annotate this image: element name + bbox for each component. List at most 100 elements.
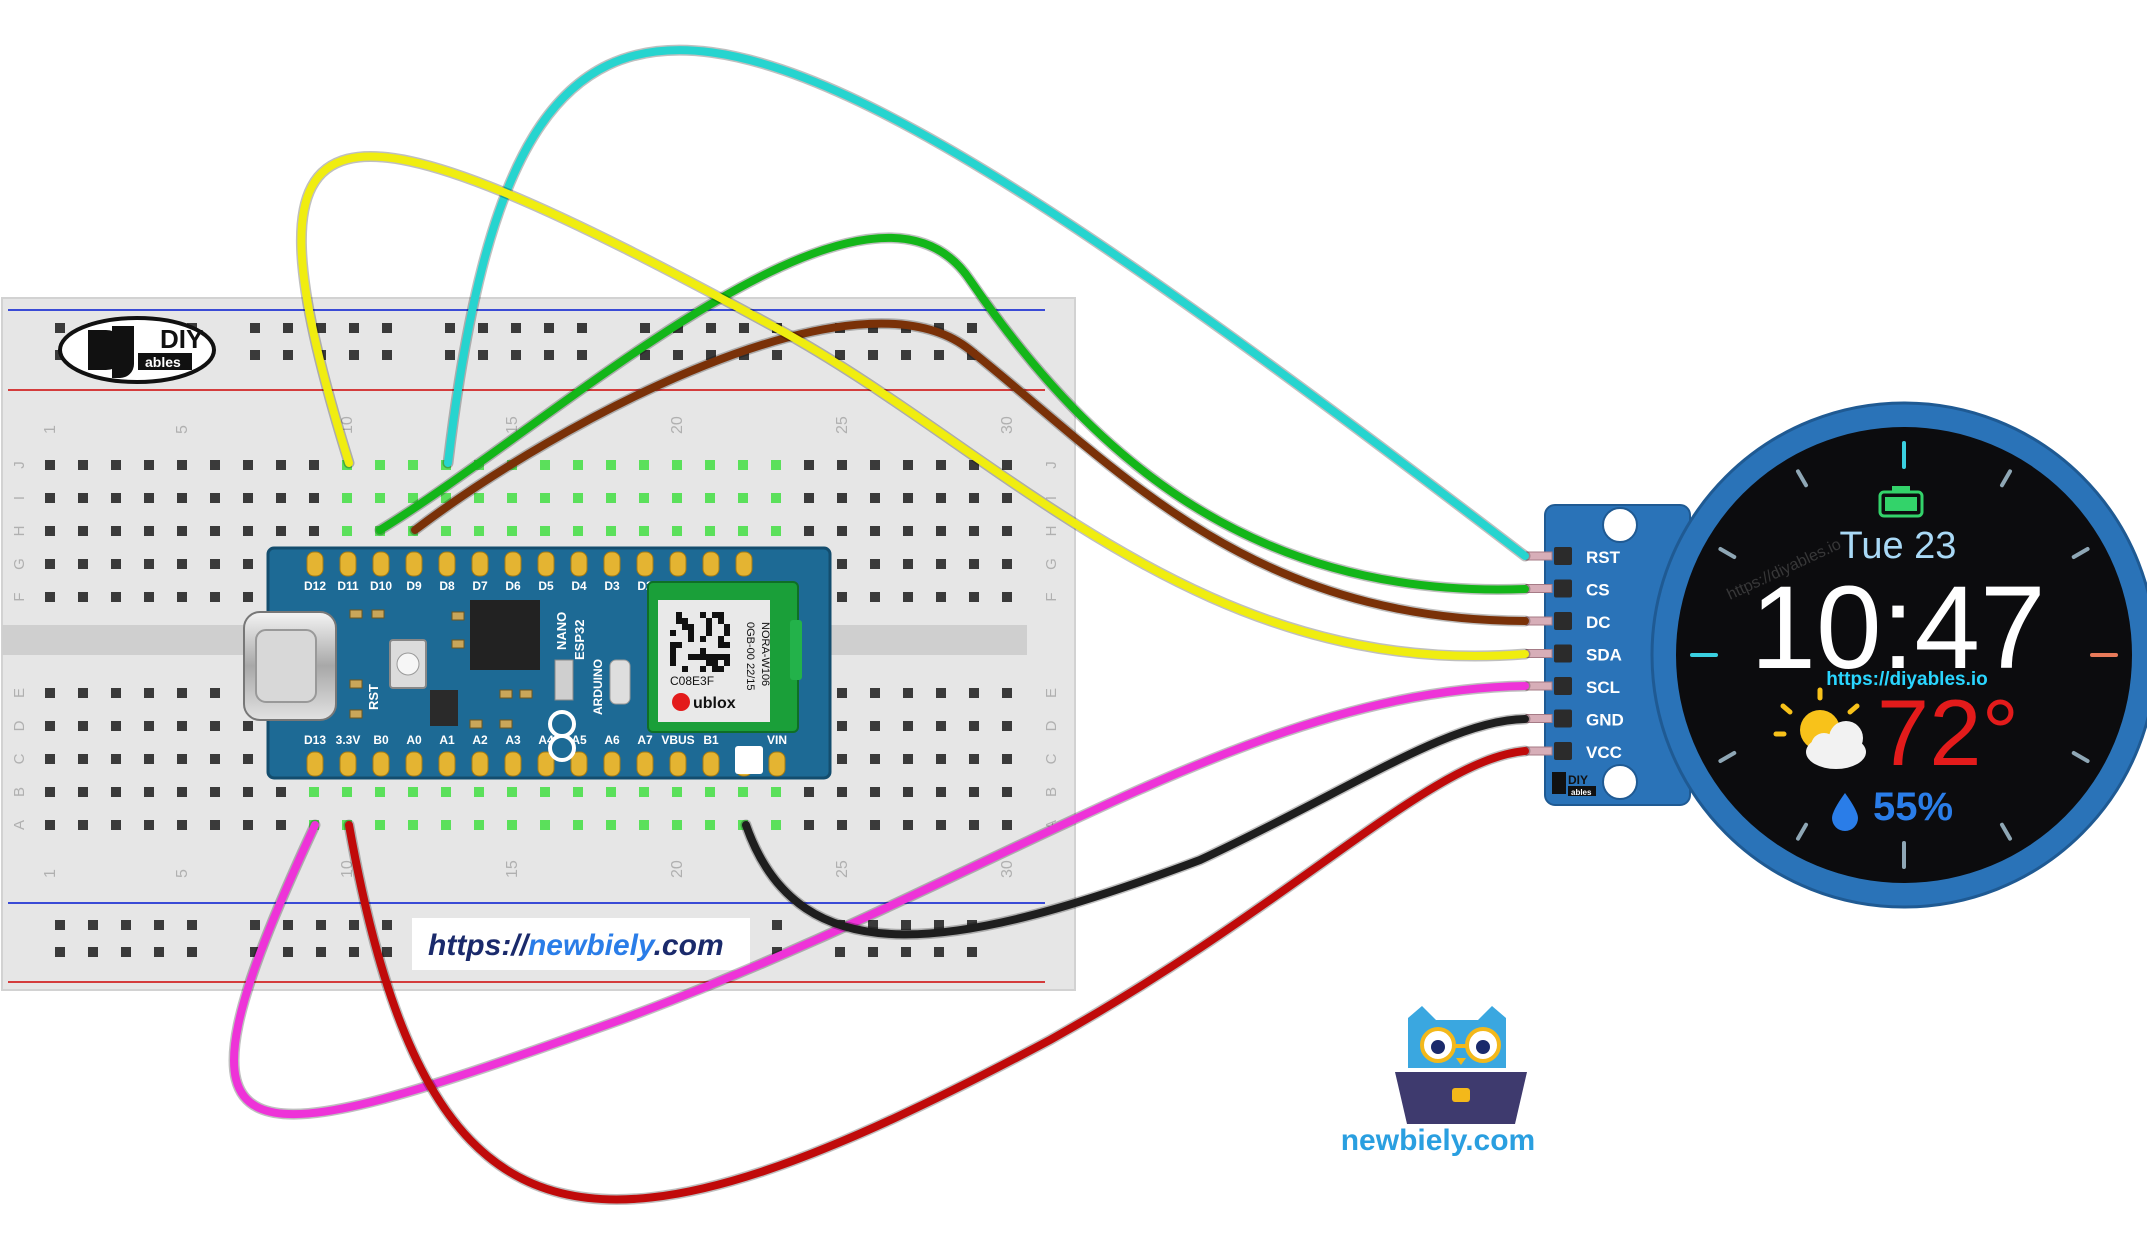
smd-part bbox=[451, 639, 465, 649]
wire-33v-to-vcc bbox=[345, 747, 1529, 1204]
arduino-pin-label-bottom: A1 bbox=[439, 733, 455, 747]
breadboard-hole bbox=[276, 787, 286, 797]
breadboard-hole bbox=[672, 820, 682, 830]
vin-pad bbox=[735, 746, 763, 774]
rail-hole bbox=[250, 350, 260, 360]
column-number-top: 25 bbox=[834, 416, 851, 434]
arduino-pin-label-bottom: D13 bbox=[304, 733, 326, 747]
board-label-nano: NANO bbox=[554, 612, 569, 650]
breadboard-hole bbox=[903, 493, 913, 503]
breadboard-hole bbox=[672, 787, 682, 797]
breadboard-hole bbox=[45, 460, 55, 470]
rail-hole bbox=[478, 323, 488, 333]
module-code: C08E3F bbox=[670, 674, 714, 688]
rail-hole bbox=[934, 947, 944, 957]
breadboard-hole bbox=[870, 787, 880, 797]
breadboard-hole bbox=[540, 460, 550, 470]
qr-cell bbox=[700, 648, 706, 654]
breadboard-hole bbox=[177, 688, 187, 698]
rail-hole bbox=[673, 350, 683, 360]
qr-cell bbox=[724, 660, 730, 666]
arduino-pin-top bbox=[504, 551, 522, 577]
breadboard-hole bbox=[738, 787, 748, 797]
column-number-top: 1 bbox=[42, 425, 59, 434]
breadboard-hole bbox=[1002, 721, 1012, 731]
rail-hole bbox=[478, 350, 488, 360]
rail-hole bbox=[868, 323, 878, 333]
breadboard-hole bbox=[771, 820, 781, 830]
breadboard-hole bbox=[1002, 460, 1012, 470]
breadboard-hole bbox=[573, 526, 583, 536]
qr-cell bbox=[700, 612, 706, 618]
breadboard-hole bbox=[210, 721, 220, 731]
breadboard-hole bbox=[837, 526, 847, 536]
breadboard-hole bbox=[870, 460, 880, 470]
display-pin-header bbox=[1554, 547, 1572, 565]
column-number-top: 5 bbox=[174, 425, 191, 434]
round-screen: Tue 23 10:47 https://diyables.io 72° 55% bbox=[1676, 427, 2132, 883]
row-letter: A bbox=[1043, 820, 1060, 830]
rail-hole bbox=[967, 947, 977, 957]
breadboard-hole bbox=[243, 754, 253, 764]
breadboard-hole bbox=[969, 493, 979, 503]
breadboard-hole bbox=[870, 688, 880, 698]
breadboard-hole bbox=[738, 460, 748, 470]
arduino-pin-top bbox=[471, 551, 489, 577]
breadboard-hole bbox=[771, 787, 781, 797]
arduino-nano-esp32: D12D11D10D9D8D7D6D5D4D3D2RSTRX0TX1D133.3… bbox=[243, 546, 832, 780]
breadboard-hole bbox=[111, 787, 121, 797]
breadboard-hole bbox=[936, 721, 946, 731]
breadboard-hole bbox=[606, 493, 616, 503]
breadboard-hole bbox=[144, 493, 154, 503]
rail-hole bbox=[901, 350, 911, 360]
breadboard-hole bbox=[837, 688, 847, 698]
breadboard-hole bbox=[144, 721, 154, 731]
breadboard-hole bbox=[375, 493, 385, 503]
breadboard-hole bbox=[936, 754, 946, 764]
arduino-pin-label-bottom: VIN bbox=[767, 733, 787, 747]
breadboard-hole bbox=[1002, 820, 1012, 830]
clock-tick bbox=[1718, 751, 1737, 763]
display-pin-header bbox=[1554, 709, 1572, 728]
breadboard-hole bbox=[870, 559, 880, 569]
smd-part bbox=[451, 611, 465, 621]
breadboard-hole bbox=[936, 688, 946, 698]
breadboard-hole bbox=[45, 754, 55, 764]
breadboard-hole bbox=[903, 754, 913, 764]
qr-cell bbox=[682, 618, 688, 624]
arduino-pin-top bbox=[570, 551, 588, 577]
arduino-pin-label-bottom: A7 bbox=[637, 733, 653, 747]
arduino-pin-bottom bbox=[768, 751, 786, 777]
rail-hole bbox=[934, 323, 944, 333]
breadboard-hole bbox=[903, 559, 913, 569]
qr-cell bbox=[706, 630, 712, 636]
rail-hole bbox=[349, 947, 359, 957]
breadboard-hole bbox=[837, 559, 847, 569]
breadboard-hole bbox=[837, 820, 847, 830]
ublox-nora-module: C08E3F ublox 0GB-00 22/15 NORA-W106 bbox=[647, 581, 802, 733]
breadboard-hole bbox=[903, 787, 913, 797]
breadboard-hole bbox=[45, 688, 55, 698]
rail-hole bbox=[88, 920, 98, 930]
breadboard-hole bbox=[210, 493, 220, 503]
breadboard-hole bbox=[936, 493, 946, 503]
mount-hole-bottom bbox=[1602, 764, 1638, 800]
breadboard-hole bbox=[408, 820, 418, 830]
arduino-pin-label-top: D6 bbox=[505, 579, 521, 593]
breadboard-hole bbox=[837, 592, 847, 602]
breadboard-hole bbox=[969, 787, 979, 797]
breadboard-hole bbox=[210, 460, 220, 470]
screen-time: 10:47 bbox=[1750, 562, 2045, 694]
arduino-pin-bottom bbox=[570, 751, 588, 777]
qr-cell bbox=[706, 660, 712, 666]
water-drop-icon bbox=[1832, 793, 1858, 831]
rail-hole bbox=[445, 323, 455, 333]
row-letter: F bbox=[1043, 592, 1060, 601]
breadboard-hole bbox=[144, 688, 154, 698]
wire-d13-to-scl bbox=[230, 682, 1529, 1119]
arduino-pin-top bbox=[735, 551, 753, 577]
arduino-pin-label-top: D12 bbox=[304, 579, 326, 593]
breadboard-hole bbox=[639, 460, 649, 470]
